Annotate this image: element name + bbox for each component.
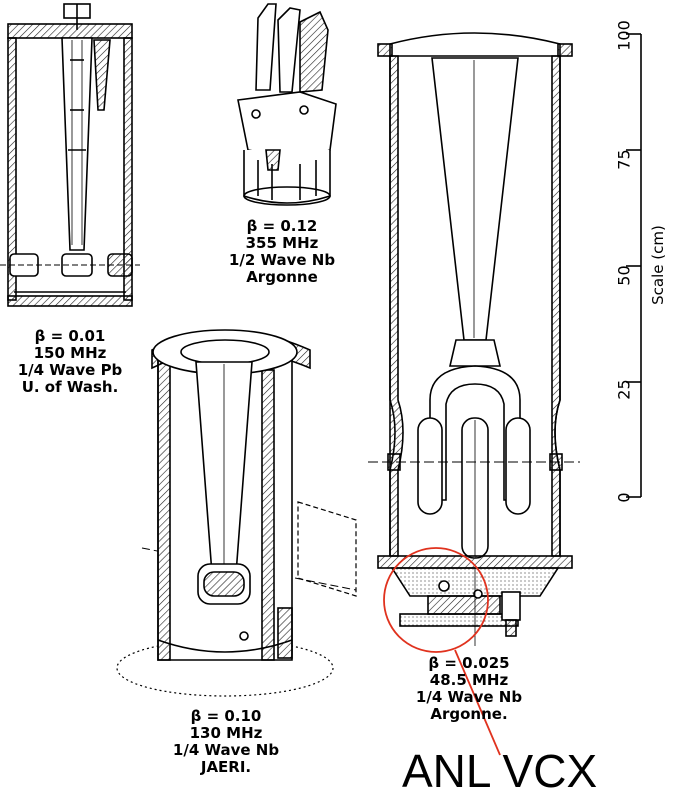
cavity-half-wave-nb-drawing [237,3,337,206]
caption-frequency: 48.5 MHz [429,671,509,689]
caption-lab: U. of Wash. [21,378,119,396]
caption-beta: β = 0.01 [34,327,106,345]
cavity-jaeri-drawing [116,329,357,697]
caption-type: 1/4 Wave Nb [415,688,523,706]
caption-beta: β = 0.025 [428,654,510,672]
caption-lab: Argonne. [430,705,508,723]
callout-circle [383,547,489,653]
caption-beta: β = 0.10 [190,707,262,725]
caption-frequency: 355 MHz [245,234,319,252]
scale-bar [626,33,642,498]
caption-lab: JAERI. [200,758,252,776]
callout-pointer [454,649,501,756]
scale-tick-50: 50 [614,265,634,286]
scale-tick-25: 25 [614,379,634,400]
caption-lab: Argonne [246,268,318,286]
callout-label: ANL VCX [402,745,598,797]
scale-tick-0: 0 [614,492,634,503]
caption-half-wave-nb: β = 0.12 355 MHz 1/2 Wave Nb Argonne [216,218,348,286]
scale-tick-75: 75 [614,149,634,170]
caption-type: 1/4 Wave Nb [172,741,280,759]
caption-beta: β = 0.12 [246,217,318,235]
caption-frequency: 130 MHz [189,724,263,742]
anl-vcx-callout [383,547,501,756]
caption-jaeri: β = 0.10 130 MHz 1/4 Wave Nb JAERI. [156,708,296,776]
caption-type: 1/2 Wave Nb [228,251,336,269]
scale-tick-100: 100 [614,20,634,51]
cavity-quarter-wave-pb-drawing [0,3,140,307]
cavity-anl-vcx-drawing [368,32,580,646]
caption-quarter-wave-pb: β = 0.01 150 MHz 1/4 Wave Pb U. of Wash. [4,328,136,396]
caption-type: 1/4 Wave Pb [17,361,123,379]
caption-anl-vcx: β = 0.025 48.5 MHz 1/4 Wave Nb Argonne. [394,655,544,723]
caption-frequency: 150 MHz [33,344,107,362]
scale-axis-label: Scale (cm) [648,225,667,305]
